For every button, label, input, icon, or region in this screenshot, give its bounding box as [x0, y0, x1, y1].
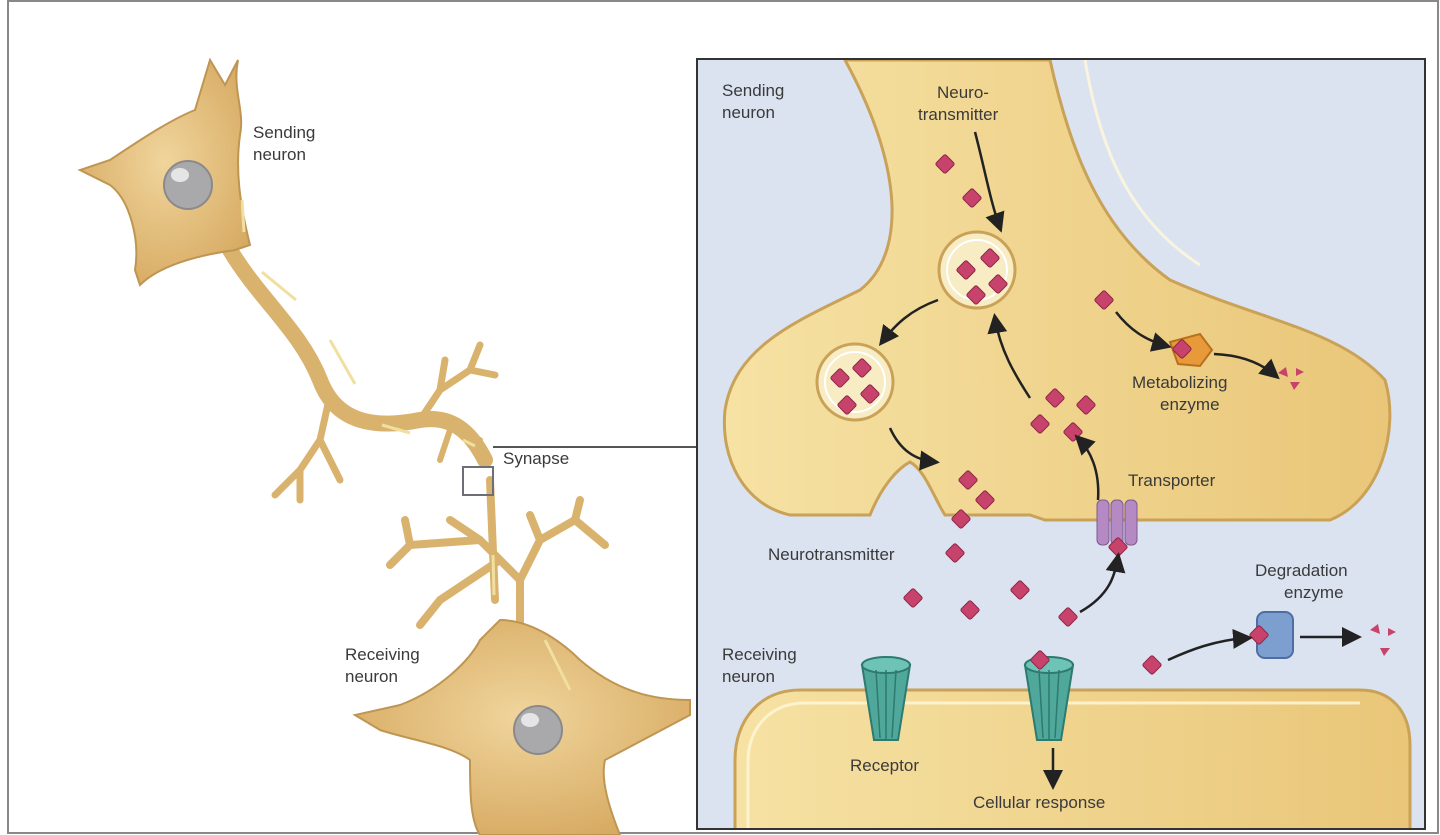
cellular-response-label: Cellular response — [973, 793, 1105, 812]
transporter-protein — [1096, 499, 1138, 558]
vesicle — [937, 230, 1017, 310]
figure-frame — [7, 0, 1439, 834]
vesicle — [815, 342, 895, 422]
receptor-protein-bound — [1023, 649, 1075, 741]
nucleus — [513, 705, 563, 755]
metabolizing-enzyme — [1168, 332, 1304, 390]
synapse-highlight-box — [462, 466, 494, 496]
process-arrows — [878, 131, 1362, 790]
receptor-protein — [860, 656, 912, 741]
neurotransmitter-label: Neurotransmitter — [768, 545, 895, 564]
transporter-label: Transporter — [1128, 471, 1216, 490]
receptor-label: Receptor — [850, 756, 919, 775]
synapse-label: Synapse — [503, 449, 569, 468]
nucleus — [163, 160, 213, 210]
sending-neuron-cell — [77, 57, 499, 504]
neurotransmitter-top-label: Neuro-transmitter — [918, 83, 999, 124]
degradation-enzyme — [1248, 611, 1396, 659]
presynaptic-terminal — [722, 60, 1392, 522]
postsynaptic-cell — [733, 688, 1412, 828]
